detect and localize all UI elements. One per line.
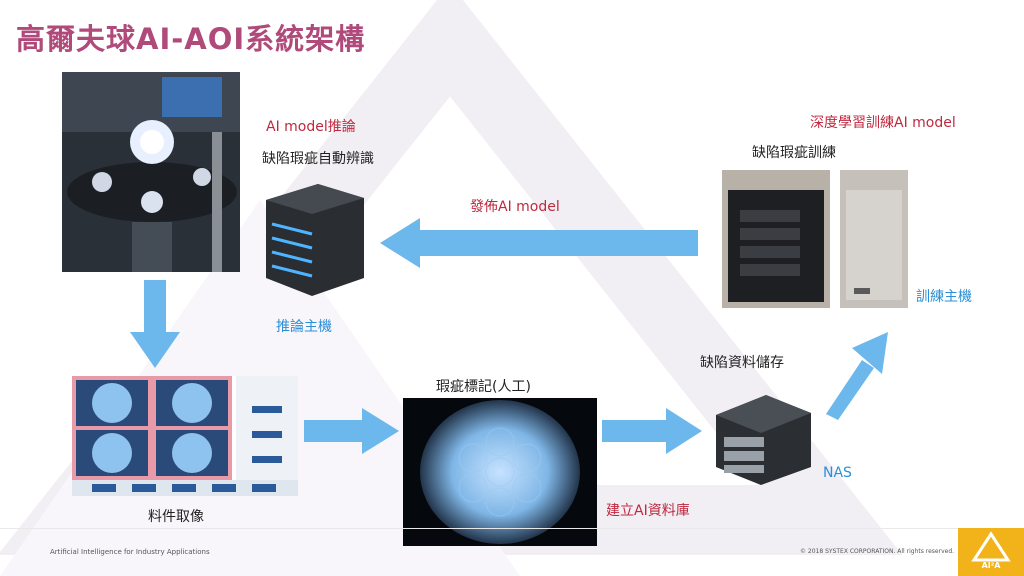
arrow-left-publish xyxy=(380,218,698,268)
arrow-right-1 xyxy=(304,408,399,454)
label-build-db: 建立AI資料庫 xyxy=(606,503,690,519)
label-nas: NAS xyxy=(823,465,852,481)
label-ai-model-infer: AI model推論 xyxy=(266,119,356,135)
machine-photo xyxy=(62,72,240,272)
aiia-logo: AI²A xyxy=(958,528,1024,576)
arrow-down xyxy=(130,280,180,368)
label-training-host: 訓練主機 xyxy=(916,289,972,305)
nas-device xyxy=(716,395,811,485)
capture-screen xyxy=(72,376,298,496)
page-title: 高爾夫球AI-AOI系統架構 xyxy=(16,22,366,56)
label-defect-storage: 缺陷資料儲存 xyxy=(700,355,784,371)
label-defect-training: 缺陷瑕疵訓練 xyxy=(752,145,836,161)
inference-host-image xyxy=(266,184,364,296)
label-infer-host: 推論主機 xyxy=(276,319,332,335)
logo-text: AI²A xyxy=(981,561,1001,570)
label-deep-learning: 深度學習訓練AI model xyxy=(810,115,956,131)
footer-tagline: Artificial Intelligence for Industry App… xyxy=(50,548,210,556)
golf-ball-image xyxy=(403,398,597,546)
footer-copyright: © 2018 SYSTEX CORPORATION. All rights re… xyxy=(800,548,955,555)
label-manual-label: 瑕疵標記(人工) xyxy=(436,379,531,395)
footer-divider xyxy=(0,528,1024,529)
arrow-diagonal xyxy=(826,332,888,420)
label-auto-detect: 缺陷瑕疵自動辨識 xyxy=(262,151,374,167)
label-material-capture: 料件取像 xyxy=(148,509,204,525)
label-publish-model: 發佈AI model xyxy=(470,199,560,215)
logo-mark-icon xyxy=(971,531,1011,562)
arrow-right-2 xyxy=(602,408,702,454)
training-host-image xyxy=(722,170,908,308)
